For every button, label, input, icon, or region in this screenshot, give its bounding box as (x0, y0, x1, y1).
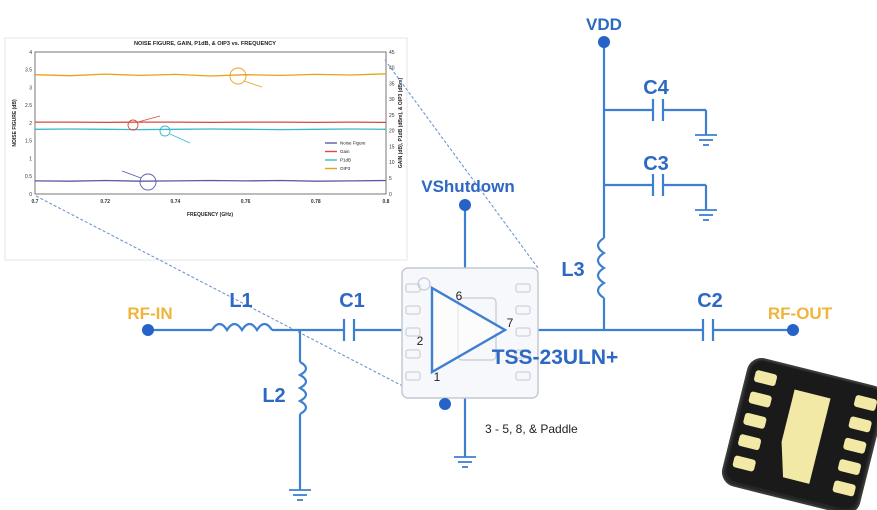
y-tick-label: 2.5 (25, 103, 32, 109)
zoom-line-bottom (35, 195, 421, 396)
series-lines (34, 73, 387, 182)
y-tick-label: 1 (29, 156, 32, 162)
oip3-marker-circle (229, 67, 247, 85)
zoom-line-top (384, 59, 539, 269)
legend-entry: Noise Figure (340, 141, 366, 146)
vshutdown-label: VShutdown (421, 177, 514, 196)
y2-tick-label: 0 (389, 192, 392, 198)
c3-label: C3 (643, 153, 669, 175)
inductors (211, 237, 607, 415)
labels: RF-IN RF-OUT VDD VShutdown L1 L2 L3 C1 C… (127, 15, 832, 436)
y2-tick-label: 35 (389, 81, 395, 87)
l3-label: L3 (561, 259, 584, 281)
performance-chart: NOISE FIGURE, GAIN, P1dB, & OIP3 vs. FRE… (4, 37, 408, 261)
x-tick-label: 0.74 (171, 199, 181, 205)
capacitor-c4-icon (651, 99, 665, 121)
c1-label: C1 (339, 290, 365, 312)
inductor-l3-icon (596, 237, 607, 299)
amplifier-icon (430, 285, 508, 375)
pin-2-label: 2 (417, 334, 424, 348)
noise-figure-marker-arrow (121, 170, 142, 179)
y2-tick-label: 45 (389, 50, 395, 56)
y-tick-label: 3 (29, 85, 32, 91)
vshutdown-terminal (459, 199, 471, 211)
ground-icon (289, 489, 311, 501)
connector-dots (142, 36, 799, 410)
p1db-marker-arrow (169, 133, 191, 144)
y-axis-label: NOISE FIGURE (dB) (12, 99, 18, 147)
x-tick-label: 0.8 (383, 199, 390, 205)
y2-axis-label: GAIN (dB), P1dB (dBm), & OIP3 (dBm) (398, 78, 404, 169)
y-tick-label: 1.5 (25, 139, 32, 145)
y2-tick-label: 25 (389, 113, 395, 119)
y2-tick-label: 20 (389, 129, 395, 135)
chart-title: NOISE FIGURE, GAIN, P1dB, & OIP3 vs. FRE… (134, 41, 276, 47)
y2-tick-label: 15 (389, 144, 395, 150)
x-axis-label: FREQUENCY (GHz) (187, 212, 233, 218)
pin-1-label: 1 (434, 370, 441, 384)
capacitors (342, 99, 715, 341)
vdd-label: VDD (586, 15, 622, 34)
y-tick-label: 4 (29, 50, 32, 56)
legend-entry: Gain (340, 149, 350, 154)
y-tick-label: 2 (29, 121, 32, 127)
gain-marker-arrow (137, 115, 161, 123)
legend-entry: OIP3 (340, 166, 351, 171)
x-tick-label: 0.72 (100, 199, 110, 205)
rf-in-label: RF-IN (127, 304, 172, 323)
gain-marker-circle (127, 119, 139, 131)
c2-label: C2 (697, 290, 723, 312)
capacitor-c2-icon (701, 319, 715, 341)
capacitor-c1-icon (342, 319, 356, 341)
x-tick-label: 0.76 (241, 199, 251, 205)
annotation-markers (121, 67, 263, 191)
ground-icon (454, 456, 476, 468)
pin-6-label: 6 (456, 289, 463, 303)
ground-icon (695, 209, 717, 221)
rf-out-terminal (787, 324, 799, 336)
rf-out-label: RF-OUT (768, 304, 833, 323)
x-tick-label: 0.78 (311, 199, 321, 205)
zoom-lines (35, 59, 539, 396)
l2-label: L2 (262, 385, 285, 407)
series-line-p1db (34, 128, 387, 131)
x-axis-ticks: 0.7 0.72 0.74 0.76 0.78 0.8 (32, 199, 390, 205)
pin-7-label: 7 (507, 316, 514, 330)
rf-in-terminal (142, 324, 154, 336)
ground-pins-note: 3 - 5, 8, & Paddle (485, 422, 578, 436)
y2-tick-label: 5 (389, 176, 392, 182)
x-tick-label: 0.7 (32, 199, 39, 205)
y-axis-ticks: 0 0.5 1 1.5 2 2.5 3 3.5 4 (25, 50, 32, 198)
ground-icon (695, 134, 717, 146)
series-line-oip3 (34, 73, 387, 77)
y2-tick-label: 10 (389, 160, 395, 166)
ground-pin-terminal (439, 398, 451, 410)
ground-symbols (289, 134, 717, 501)
y-tick-label: 0.5 (25, 174, 32, 180)
noise-figure-marker-circle (139, 173, 157, 191)
legend-entry: P1dB (340, 158, 351, 163)
plot-area (34, 51, 387, 195)
part-number-label: TSS-23ULN+ (492, 346, 619, 369)
vdd-terminal (598, 36, 610, 48)
inductor-l1-icon (211, 322, 273, 333)
c4-label: C4 (643, 77, 669, 99)
capacitor-c3-icon (651, 174, 665, 196)
y-tick-label: 3.5 (25, 68, 32, 74)
series-line-noise-figure (34, 179, 387, 182)
y2-tick-label: 30 (389, 97, 395, 103)
p1db-marker-circle (159, 125, 171, 137)
chip-package-image (721, 358, 877, 510)
oip3-marker-arrow (243, 80, 263, 88)
inductor-l2-icon (297, 361, 308, 415)
y-tick-label: 0 (29, 192, 32, 198)
l1-label: L1 (229, 290, 252, 312)
